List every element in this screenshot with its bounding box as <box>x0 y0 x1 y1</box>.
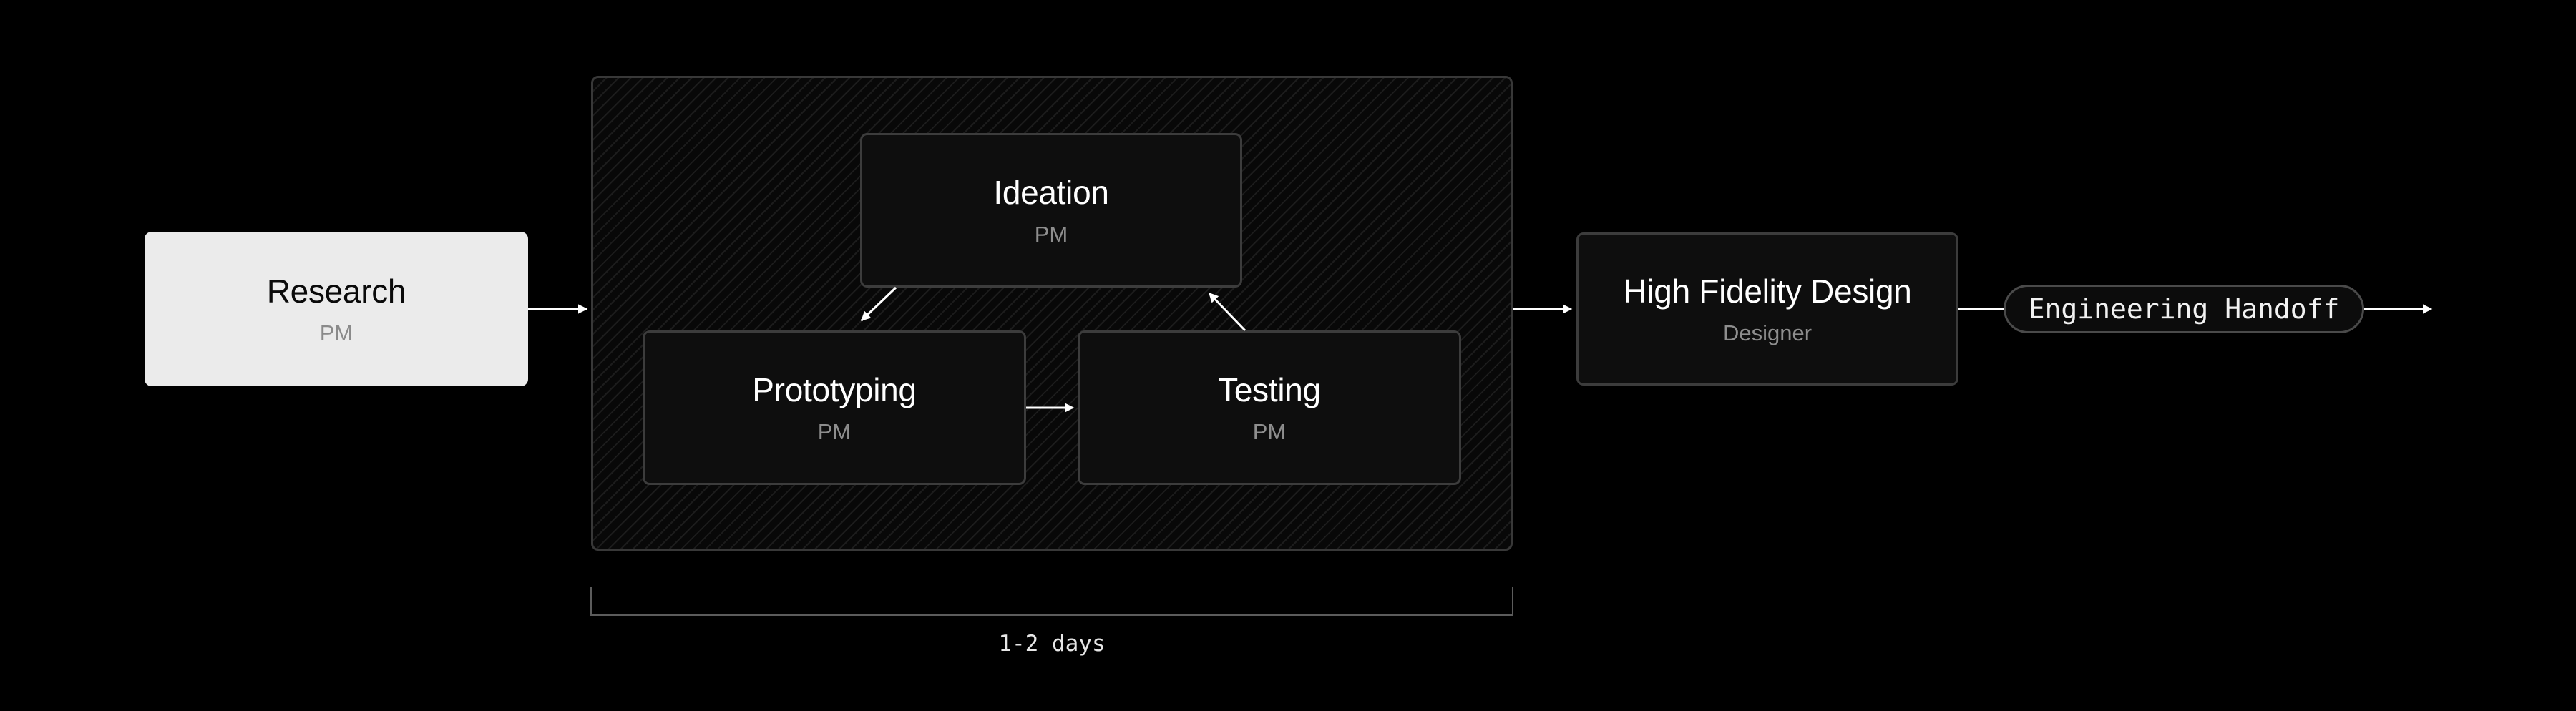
high-fidelity-design-node[interactable]: High Fidelity Design Designer <box>1576 232 1958 386</box>
prototyping-role: PM <box>817 418 852 444</box>
arrow-testing-to-ideation <box>1208 292 1246 332</box>
ideation-title: Ideation <box>993 174 1109 212</box>
testing-title: Testing <box>1218 371 1321 409</box>
prototyping-node[interactable]: Prototyping PM <box>643 330 1026 485</box>
high-fidelity-design-title: High Fidelity Design <box>1623 273 1912 310</box>
research-role: PM <box>319 320 353 345</box>
testing-role: PM <box>1252 418 1287 444</box>
research-title: Research <box>266 273 406 310</box>
duration-bracket <box>590 587 1513 616</box>
high-fidelity-design-role: Designer <box>1722 320 1813 345</box>
research-node[interactable]: Research PM <box>145 232 528 386</box>
prototyping-title: Prototyping <box>752 371 917 409</box>
ideation-role: PM <box>1034 221 1068 247</box>
ideation-node[interactable]: Ideation PM <box>860 133 1242 288</box>
duration-label: 1-2 days <box>998 631 1106 657</box>
engineering-handoff-pill[interactable]: Engineering Handoff <box>2004 285 2364 333</box>
arrow-ideation-to-prototyping <box>860 286 897 322</box>
testing-node[interactable]: Testing PM <box>1078 330 1461 485</box>
